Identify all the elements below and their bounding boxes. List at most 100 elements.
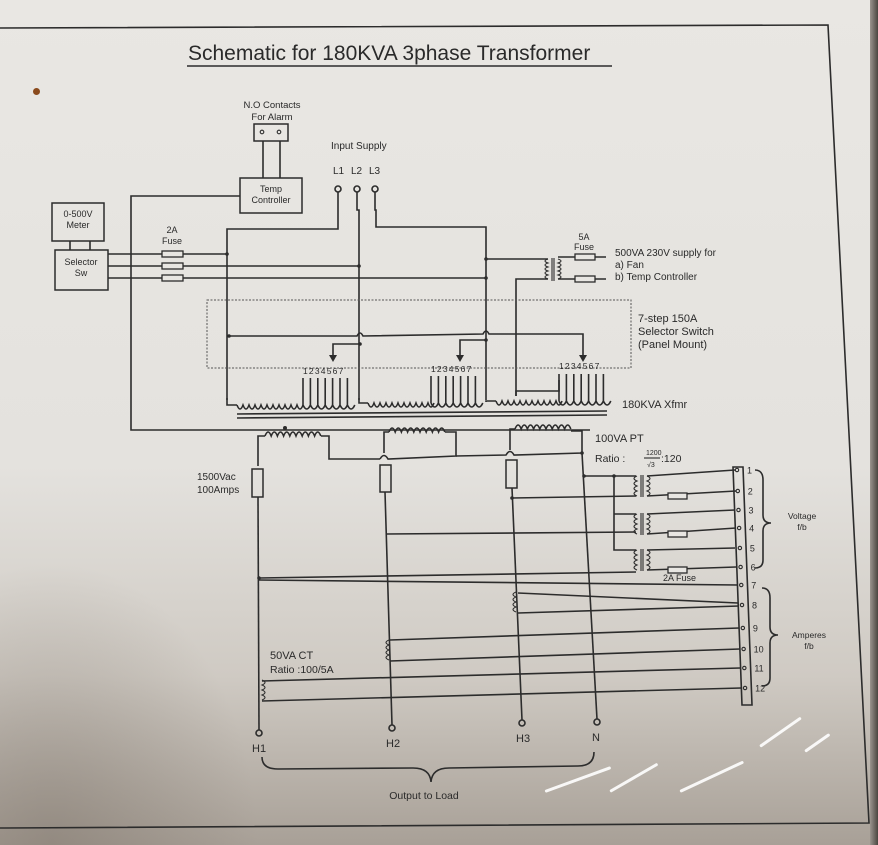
primary-coil xyxy=(367,400,435,408)
selector-sw-label-2: Sw xyxy=(75,268,88,278)
secondary-coil xyxy=(264,431,322,439)
output-label-n: N xyxy=(592,732,600,744)
tap-label: 1234567 xyxy=(431,364,473,374)
pt-secondary-coil xyxy=(645,513,651,535)
winding-lead xyxy=(485,400,496,402)
tap-lead xyxy=(573,374,582,406)
fuse xyxy=(574,253,596,261)
aux-transformer-coil xyxy=(544,258,550,280)
pt-primary-coil xyxy=(633,513,639,535)
wire-l2 xyxy=(356,192,360,400)
wire-l3 xyxy=(374,192,487,400)
wire xyxy=(646,566,737,571)
tap-lead xyxy=(331,378,341,410)
voltage-fb-label-2: f/b xyxy=(797,522,807,532)
ct-coil xyxy=(385,639,391,661)
meter-label-1: 0-500V xyxy=(63,209,92,219)
terminal-screw xyxy=(740,625,746,631)
junction xyxy=(484,276,488,280)
fuse xyxy=(667,530,688,538)
tap-lead xyxy=(302,378,312,410)
tap-lead xyxy=(317,378,326,410)
selector-wiper-1 xyxy=(332,343,360,356)
terminal-number: 9 xyxy=(753,624,758,634)
selector-wiper-3 xyxy=(229,330,584,356)
tap-lead xyxy=(452,376,462,408)
primary-coil xyxy=(495,398,563,406)
selector-switch-label-3: (Panel Mount) xyxy=(638,339,707,351)
voltage-brace xyxy=(754,469,772,569)
junction xyxy=(358,342,362,346)
tap-lead xyxy=(587,374,597,406)
wire xyxy=(517,605,740,614)
aux-supply-desc-3: b) Temp Controller xyxy=(615,272,698,283)
junction xyxy=(225,252,229,256)
photo-shadow xyxy=(0,560,260,845)
output-to-load-label: Output to Load xyxy=(389,790,459,802)
selector-switch-label-2: Selector Switch xyxy=(638,326,714,338)
terminal-screw xyxy=(742,665,747,671)
xfmr-label: 180KVA Xfmr xyxy=(622,399,688,411)
selector-sw-box xyxy=(54,249,109,291)
fuse xyxy=(161,250,184,258)
terminal-label-l3: L3 xyxy=(369,166,381,177)
wire xyxy=(455,430,583,457)
tap-lead xyxy=(445,376,454,408)
aux-fuse-label-1: 5A xyxy=(578,232,589,242)
primary-coil xyxy=(236,402,304,410)
pt-ratio-suffix: :120 xyxy=(661,453,682,465)
wire xyxy=(389,648,741,662)
alarm-label-2: For Alarm xyxy=(251,112,292,123)
selector-wiper-2 xyxy=(459,339,486,356)
terminal-screw xyxy=(739,602,745,608)
selector-switch-label-1: 7-step 150A xyxy=(638,313,698,325)
wire xyxy=(646,547,736,551)
junction xyxy=(257,576,261,580)
junction xyxy=(582,474,586,478)
aux-fuse-label-2: Fuse xyxy=(574,242,594,252)
junction xyxy=(227,334,231,338)
terminal-number: 1 xyxy=(747,466,752,476)
selector-switch-panel xyxy=(206,299,632,369)
arrow-icon xyxy=(329,355,337,362)
pt-ratio-denominator: √3 xyxy=(647,461,655,469)
terminal-block xyxy=(732,466,753,706)
junction xyxy=(357,264,361,268)
wire xyxy=(261,667,741,682)
photo-edge xyxy=(870,0,878,845)
output-terminal-n xyxy=(593,718,601,726)
amperes-fb-label-1: Amperes xyxy=(792,630,826,640)
meter-box xyxy=(51,202,105,242)
terminal-number: 5 xyxy=(750,544,755,554)
ct-coil xyxy=(512,591,518,613)
tap-lead xyxy=(430,376,440,408)
output-brace xyxy=(261,751,595,783)
terminal-label-l2: L2 xyxy=(351,166,363,177)
pt-ratio-numerator: 1200 xyxy=(646,450,662,457)
ct-label-2: Ratio :100/5A xyxy=(270,664,334,676)
secondary-coil xyxy=(388,427,446,435)
transformer-core xyxy=(236,414,608,419)
tap-lead xyxy=(339,378,349,410)
junction xyxy=(580,451,584,455)
wire xyxy=(321,435,380,460)
output-terminal-h1 xyxy=(255,729,263,737)
terminal-screw xyxy=(735,488,741,494)
pt-secondary-coil xyxy=(645,475,651,497)
aux-transformer-coil xyxy=(556,258,562,280)
terminal-number: 8 xyxy=(752,601,757,611)
tap-lead xyxy=(467,376,477,408)
terminal-number: 7 xyxy=(751,581,756,591)
output-terminal-h2 xyxy=(388,724,396,732)
wire xyxy=(646,469,736,477)
meter-label-2: Meter xyxy=(66,220,89,230)
wire-h3 xyxy=(511,487,523,721)
fuse-2a-label-1: 2A xyxy=(166,225,177,235)
tap-lead xyxy=(474,376,484,408)
output-label-h3: H3 xyxy=(516,733,530,745)
tap-label: 1234567 xyxy=(303,366,345,376)
pt-secondary-coil xyxy=(645,549,651,571)
tap-lead xyxy=(595,374,605,406)
surge-label-1: 1500Vac xyxy=(197,472,236,483)
